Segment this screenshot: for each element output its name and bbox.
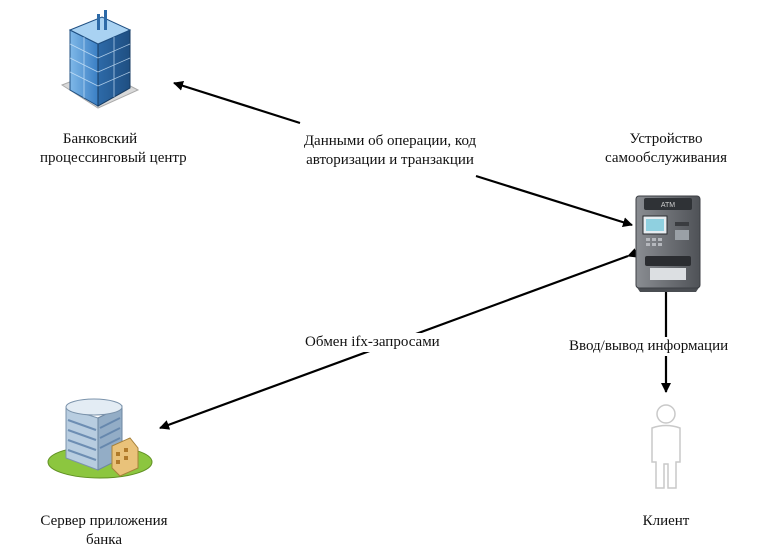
edge-atm-to-center-label-line2: авторизации и транзакции bbox=[306, 152, 474, 168]
app-server-label-line1: Сервер приложения bbox=[40, 513, 168, 529]
processing-center-label-line2: процессинговый центр bbox=[40, 150, 187, 166]
edge-atm-server-label: Обмен ifx-запросами bbox=[302, 333, 443, 352]
app-server-label: Сервер приложения банка bbox=[4, 512, 204, 550]
edge-atm-to-processing-center bbox=[173, 80, 633, 228]
app-server-label-line2: банка bbox=[85, 532, 123, 548]
atm-label-line2: самообслуживания bbox=[605, 150, 727, 166]
bank-server-building-icon bbox=[47, 398, 153, 479]
atm-screen-text: ATM bbox=[661, 202, 675, 209]
atm-label: Устройство самообслуживания bbox=[596, 130, 736, 168]
edge-atm-to-center-label-line1: Данными об операции, код bbox=[303, 133, 477, 149]
edge-atm-client-label: Ввод/вывод информации bbox=[566, 337, 732, 356]
office-building-icon bbox=[60, 10, 140, 109]
atm-label-line1: Устройство bbox=[629, 131, 703, 147]
processing-center-label: Банковский процессинговый центр bbox=[40, 130, 187, 168]
client-person-icon bbox=[651, 404, 681, 489]
edge-atm-to-center-label: Данными об операции, код авторизации и т… bbox=[250, 132, 530, 170]
processing-center-label-line1: Банковский bbox=[62, 131, 138, 147]
atm-icon: ATM bbox=[635, 195, 701, 292]
client-label: Клиент bbox=[642, 513, 690, 529]
